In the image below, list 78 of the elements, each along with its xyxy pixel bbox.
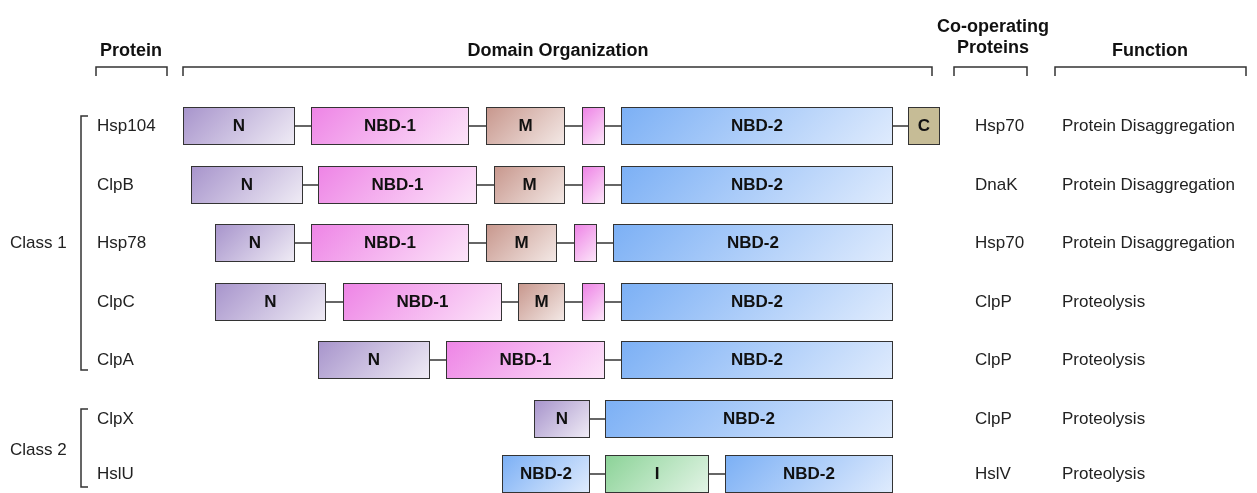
function-text: Proteolysis [1062,409,1146,429]
linker-line [556,242,575,244]
column-heading: Function [1112,40,1188,60]
domain-box: NBD-1 [311,107,469,145]
function-text: Proteolysis [1062,464,1146,484]
column-heading: Protein [100,40,162,60]
partner-protein-name: ClpP [975,350,1012,370]
partner-protein-name: ClpP [975,292,1012,312]
domain-box: M [518,283,565,321]
domain-box: M [486,107,565,145]
domain-box: N [215,224,295,262]
linker-line [302,184,319,186]
linker-line [294,242,312,244]
domain-box: NBD-2 [621,166,893,204]
partner-protein-name: Hsp70 [975,233,1025,253]
linker-domain-box [582,107,605,145]
protein-name: Hsp78 [97,233,147,253]
domain-box: NBD-1 [311,224,469,262]
linker-line [589,473,606,475]
function-text: Proteolysis [1062,292,1146,312]
partner-protein-name: DnaK [975,175,1018,195]
domain-box: N [191,166,303,204]
domain-box: NBD-2 [605,400,893,438]
linker-line [589,418,606,420]
linker-line [564,301,583,303]
domain-box: C [908,107,940,145]
linker-domain-box [582,283,605,321]
domain-box: N [183,107,295,145]
domain-box: N [318,341,430,379]
linker-line [429,359,447,361]
domain-box: NBD-2 [621,107,893,145]
linker-line [468,242,487,244]
function-text: Protein Disaggregation [1062,175,1235,195]
linker-line [564,125,583,127]
domain-box: N [534,400,590,438]
domain-box: M [486,224,557,262]
linker-line [604,359,622,361]
linker-line [604,125,622,127]
linker-line [596,242,614,244]
linker-line [294,125,312,127]
linker-line [468,125,487,127]
function-text: Protein Disaggregation [1062,116,1235,136]
domain-box: NBD-1 [318,166,477,204]
domain-box: I [605,455,709,493]
linker-line [604,184,622,186]
linker-domain-box [574,224,597,262]
partner-protein-name: HslV [975,464,1011,484]
protein-name: Hsp104 [97,116,156,136]
partner-protein-name: Hsp70 [975,116,1025,136]
domain-box: M [494,166,565,204]
protein-name: HslU [97,464,134,484]
protein-name: ClpX [97,409,134,429]
protein-name: ClpC [97,292,135,312]
linker-line [476,184,495,186]
linker-domain-box [582,166,605,204]
class-label: Class 1 [10,233,67,253]
protein-name: ClpA [97,350,134,370]
protein-name: ClpB [97,175,134,195]
function-text: Protein Disaggregation [1062,233,1235,253]
domain-box: NBD-2 [502,455,590,493]
domain-box: N [215,283,326,321]
domain-box: NBD-2 [613,224,893,262]
linker-line [892,125,909,127]
linker-line [604,301,622,303]
domain-box: NBD-2 [621,283,893,321]
linker-line [708,473,726,475]
column-heading: Domain Organization [467,40,649,60]
linker-line [501,301,519,303]
domain-box: NBD-2 [725,455,893,493]
linker-line [564,184,583,186]
column-heading: Co-operating Proteins [936,16,1050,58]
class-label: Class 2 [10,440,67,460]
domain-box: NBD-1 [343,283,502,321]
function-text: Proteolysis [1062,350,1146,370]
domain-box: NBD-1 [446,341,605,379]
partner-protein-name: ClpP [975,409,1012,429]
domain-box: NBD-2 [621,341,893,379]
linker-line [325,301,344,303]
